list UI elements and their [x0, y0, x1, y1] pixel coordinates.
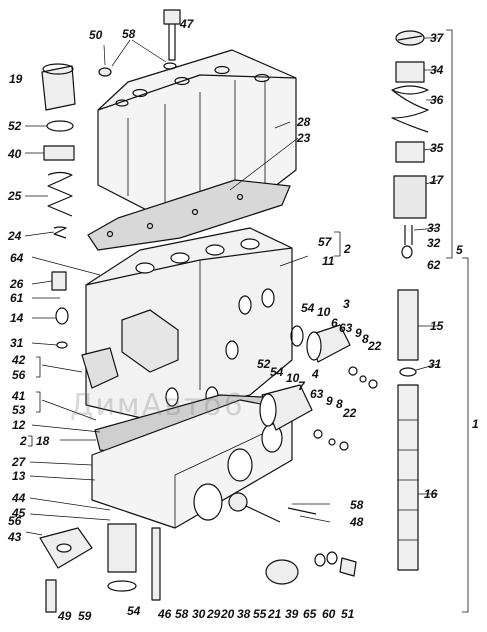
callout-23: 23 — [297, 131, 311, 145]
callout-17: 17 — [430, 173, 444, 187]
callout-1: 1 — [472, 417, 479, 431]
callout-36: 36 — [430, 93, 444, 107]
callout-62: 62 — [427, 258, 441, 272]
callout-26: 26 — [10, 277, 24, 291]
callout-39: 39 — [285, 607, 299, 621]
callout-64: 64 — [10, 251, 24, 265]
right-column-parts — [391, 30, 429, 571]
callout-45: 45 — [12, 506, 26, 520]
callout-31b: 31 — [428, 357, 442, 371]
callout-12: 12 — [12, 418, 26, 432]
callout-5: 5 — [456, 243, 463, 257]
callout-37: 37 — [430, 31, 444, 45]
callout-60: 60 — [322, 607, 336, 621]
upper-valve-assembly — [290, 324, 378, 389]
callout-2b: 2 — [20, 434, 27, 448]
callout-33: 33 — [427, 221, 441, 235]
callout-22b: 22 — [343, 406, 357, 420]
callout-43: 43 — [8, 530, 22, 544]
callout-57: 57 — [318, 235, 332, 249]
callout-58b: 58 — [175, 607, 189, 621]
callout-63: 63 — [339, 321, 353, 335]
callout-9: 9 — [355, 326, 362, 340]
callout-20: 20 — [221, 607, 235, 621]
callout-24: 24 — [8, 229, 22, 243]
leader-lines — [24, 37, 439, 536]
callout-7: 7 — [298, 379, 305, 393]
callout-15: 15 — [430, 319, 444, 333]
callout-2: 2 — [344, 242, 351, 256]
bottom-center-parts — [107, 492, 357, 601]
callout-40: 40 — [8, 147, 22, 161]
callout-54c: 54 — [270, 365, 284, 379]
callout-59: 59 — [78, 609, 92, 623]
callout-52b: 52 — [257, 357, 271, 371]
callout-25: 25 — [8, 189, 22, 203]
main-body — [81, 227, 293, 421]
callout-48: 48 — [350, 515, 364, 529]
left-column-parts — [39, 63, 93, 613]
callout-61: 61 — [10, 291, 24, 305]
callout-27: 27 — [12, 455, 26, 469]
callout-46: 46 — [158, 607, 172, 621]
callout-49: 49 — [58, 609, 72, 623]
callout-8b: 8 — [336, 397, 343, 411]
callout-35: 35 — [430, 141, 444, 155]
watermark: ДимАвто6 — [70, 388, 245, 423]
callout-54: 54 — [127, 604, 141, 618]
callout-16: 16 — [424, 487, 438, 501]
callout-22: 22 — [368, 339, 382, 353]
top-small-parts — [98, 9, 181, 77]
callout-28: 28 — [297, 115, 311, 129]
callout-47: 47 — [180, 17, 194, 31]
callout-4: 4 — [312, 367, 319, 381]
callout-29: 29 — [207, 607, 221, 621]
bottom-base — [91, 399, 293, 529]
callout-58c: 58 — [350, 498, 364, 512]
callout-8: 8 — [362, 332, 369, 346]
callout-3: 3 — [343, 297, 350, 311]
callout-19: 19 — [9, 72, 23, 86]
callout-30: 30 — [192, 607, 206, 621]
cover-housing — [97, 49, 297, 223]
callout-10b: 10 — [286, 371, 300, 385]
callout-50: 50 — [89, 28, 103, 42]
callout-38: 38 — [237, 607, 251, 621]
callout-53: 53 — [12, 403, 26, 417]
callout-21: 21 — [268, 607, 282, 621]
callout-9b: 9 — [326, 394, 333, 408]
callout-56b: 56 — [8, 514, 22, 528]
callout-31: 31 — [10, 336, 24, 350]
callout-32: 32 — [427, 236, 441, 250]
callout-18: 18 — [36, 434, 50, 448]
callout-13: 13 — [12, 469, 26, 483]
callout-10: 10 — [317, 305, 331, 319]
lower-valve-assembly — [259, 384, 349, 451]
brackets — [28, 29, 469, 613]
callout-11: 11 — [322, 254, 335, 268]
callout-63b: 63 — [310, 387, 324, 401]
callout-51: 51 — [341, 607, 355, 621]
callout-56: 56 — [12, 368, 26, 382]
callout-52: 52 — [8, 119, 22, 133]
callout-14: 14 — [10, 311, 24, 325]
callout-41: 41 — [12, 389, 26, 403]
callout-54b: 54 — [301, 301, 315, 315]
callout-44: 44 — [12, 491, 26, 505]
callout-58: 58 — [122, 27, 136, 41]
callout-6: 6 — [331, 316, 338, 330]
callout-55: 55 — [253, 607, 267, 621]
callout-42: 42 — [12, 353, 26, 367]
callout-34: 34 — [430, 63, 444, 77]
callout-65: 65 — [303, 607, 317, 621]
gasket-upper — [87, 179, 291, 251]
